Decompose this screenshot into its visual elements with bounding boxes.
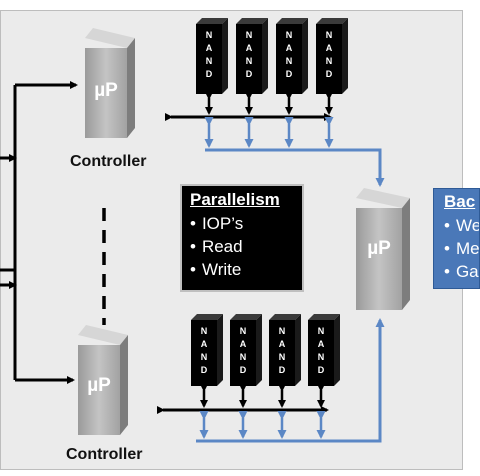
nand-letter: N <box>201 352 208 362</box>
parallelism-box: Parallelism IOP’s Read Write <box>180 184 304 292</box>
bottom-processor-label: µP <box>87 375 111 396</box>
top-controller-processor: µP <box>85 28 135 138</box>
nand-letter: N <box>326 30 333 40</box>
nand-letter: N <box>279 326 286 336</box>
backend-box-title: Bac <box>444 192 476 211</box>
nand-letter: N <box>318 326 325 336</box>
nand-letter: N <box>240 352 247 362</box>
nand-letter: D <box>246 69 253 79</box>
nand-letter: D <box>206 69 213 79</box>
nand-letter: N <box>326 56 333 66</box>
nand-letter: D <box>318 365 325 375</box>
parallelism-item: Read <box>190 235 294 258</box>
top-controller-label: Controller <box>70 153 147 170</box>
nand-letter: A <box>326 43 333 53</box>
nand-letter: N <box>246 56 253 66</box>
backend-box-item: We <box>444 214 479 237</box>
backend-processor-label: µP <box>367 238 391 259</box>
top-flash-channel <box>165 113 385 187</box>
nand-letter: N <box>318 352 325 362</box>
parallelism-item: Write <box>190 258 294 281</box>
nand-letter: N <box>246 30 253 40</box>
nand-letter: D <box>201 365 208 375</box>
nand-letter: N <box>279 352 286 362</box>
nand-letter: A <box>206 43 213 53</box>
nand-letter: A <box>279 339 286 349</box>
nand-letter: N <box>206 56 213 66</box>
nand-letter: D <box>286 69 293 79</box>
nand-letter: A <box>246 43 253 53</box>
bottom-controller-label: Controller <box>66 446 143 463</box>
nand-letter: A <box>240 339 247 349</box>
nand-letter: A <box>286 43 293 53</box>
top-processor-label: µP <box>94 80 118 101</box>
nand-letter: A <box>201 339 208 349</box>
bottom-controller-processor: µP <box>78 325 128 435</box>
backend-box-item: Ga <box>444 260 479 283</box>
nand-letter: N <box>286 30 293 40</box>
bottom-flash-channel <box>157 318 385 443</box>
nand-letter: N <box>201 326 208 336</box>
parallelism-item: IOP’s <box>190 212 294 235</box>
parallelism-title: Parallelism <box>190 190 280 209</box>
backend-box: Bac We Me Ga <box>433 188 480 289</box>
backend-processor: µP <box>356 188 410 310</box>
nand-letter: N <box>286 56 293 66</box>
backend-box-item: Me <box>444 237 479 260</box>
nand-letter: D <box>326 69 333 79</box>
nand-letter: A <box>318 339 325 349</box>
nand-letter: N <box>240 326 247 336</box>
nand-letter: N <box>206 30 213 40</box>
host-connections <box>0 81 78 384</box>
nand-letter: D <box>240 365 247 375</box>
nand-letter: D <box>279 365 286 375</box>
